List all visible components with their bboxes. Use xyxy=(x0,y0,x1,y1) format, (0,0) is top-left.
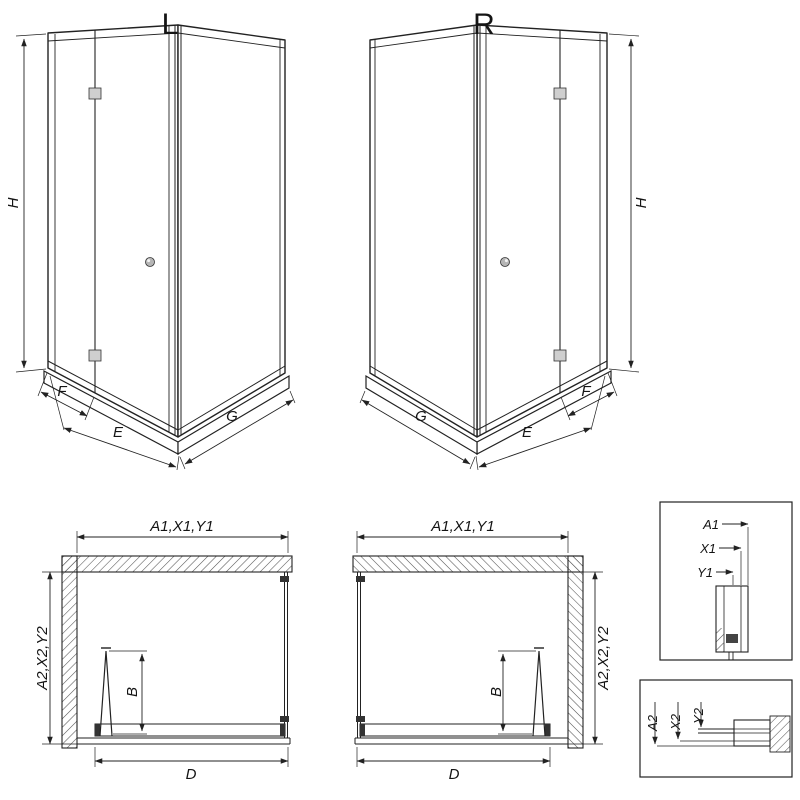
iso-right-dim-e: E xyxy=(522,424,533,441)
plan-left-dim-b: B xyxy=(124,687,141,697)
detail-width-box: A1 X1 Y1 xyxy=(659,501,793,661)
detail-width-dim-y1: Y1 xyxy=(697,565,713,580)
plan-right-dim-b: B xyxy=(488,687,505,697)
plan-left-dim-d: D xyxy=(186,766,197,783)
iso-right-title: R xyxy=(473,8,495,41)
detail-depth-dim-x2: X2 xyxy=(668,713,683,731)
iso-left-dim-f: F xyxy=(57,383,67,400)
iso-right-dim-g: G xyxy=(415,408,427,425)
plan-right-view: A1,X1,Y1 A2,X2,Y2 B D xyxy=(353,518,612,783)
detail-depth-dim-y2: Y2 xyxy=(691,707,706,724)
iso-right-dim-h: H xyxy=(633,197,650,208)
iso-right-dim-f: F xyxy=(581,383,591,400)
plan-left-dim-a2: A2,X2,Y2 xyxy=(34,626,51,691)
detail-width-dim-x1: X1 xyxy=(699,541,716,556)
plan-right-dim-a1: A1,X1,Y1 xyxy=(430,518,494,535)
plan-right-dim-d: D xyxy=(449,766,460,783)
iso-left-dim-e: E xyxy=(113,424,124,441)
plan-left-view: A1,X1,Y1 A2,X2,Y2 B D xyxy=(34,518,292,783)
detail-depth-box: A2 X2 Y2 xyxy=(639,679,793,778)
detail-width-dim-a1: A1 xyxy=(702,517,719,532)
detail-depth-dim-a2: A2 xyxy=(645,714,660,732)
iso-right-view: R H G E F xyxy=(360,8,650,470)
iso-left-dim-h: H xyxy=(5,197,22,208)
plan-left-dim-a1: A1,X1,Y1 xyxy=(149,518,213,535)
iso-left-title: L xyxy=(162,8,179,41)
plan-right-dim-a2: A2,X2,Y2 xyxy=(595,626,612,691)
iso-left-view: L H F E G xyxy=(5,8,295,470)
iso-left-dim-g: G xyxy=(226,408,238,425)
